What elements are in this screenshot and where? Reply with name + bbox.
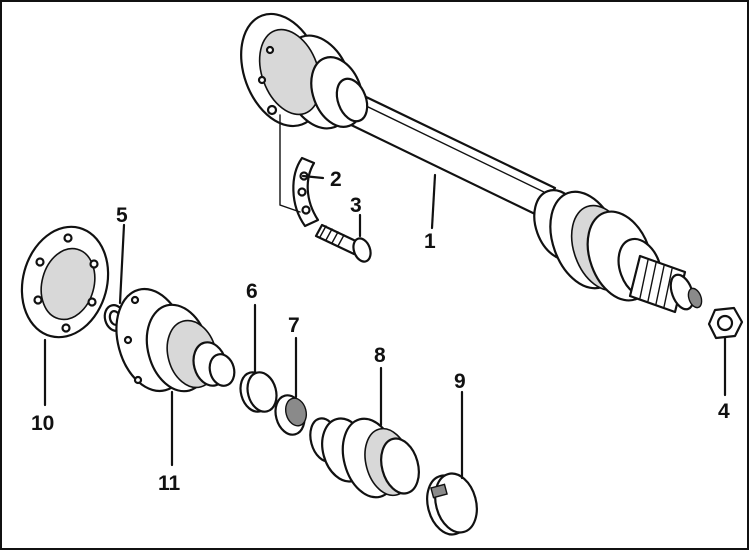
- bolt: [314, 223, 372, 263]
- boot-clamp-small: [239, 371, 278, 413]
- callout-7: 7: [288, 314, 300, 337]
- cv-boot: [309, 417, 420, 499]
- leader-2: [301, 174, 325, 180]
- axle-shaft-assembly: [240, 12, 703, 314]
- nut: [707, 306, 744, 340]
- boot-clamp-large: [426, 472, 478, 536]
- leader-5: [118, 223, 126, 305]
- leader-plate-bolt: [279, 114, 301, 213]
- callout-4: 4: [718, 400, 730, 423]
- callout-3: 3: [350, 194, 362, 217]
- callout-5: 5: [116, 204, 128, 227]
- leader-1: [430, 173, 437, 230]
- callout-8: 8: [374, 344, 386, 367]
- callout-2: 2: [330, 168, 342, 191]
- callouts: 1 2 3 4 5 6 7 8 9 10 11: [31, 168, 730, 495]
- flange-plate: [20, 225, 110, 339]
- lock-plate: [292, 156, 320, 228]
- callout-11: 11: [158, 472, 181, 495]
- callout-6: 6: [246, 280, 258, 303]
- callout-1: 1: [424, 230, 436, 253]
- inner-joint-boot: [115, 287, 236, 393]
- leader-lines: [43, 114, 727, 480]
- splined-stub: [628, 254, 703, 314]
- callout-10: 10: [31, 412, 54, 435]
- callout-9: 9: [454, 370, 466, 393]
- retaining-ring: [274, 394, 308, 436]
- inner-cv-boot: [240, 12, 369, 130]
